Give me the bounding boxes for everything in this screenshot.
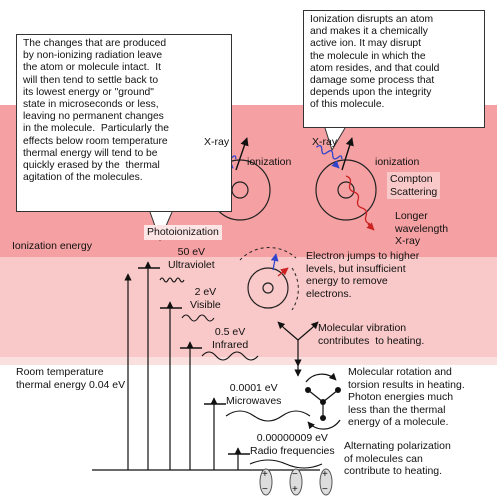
molecular-vibration-description: Molecular vibration contributes to heati… <box>318 322 425 347</box>
ionization-callout: Ionization disrupts an atom and makes it… <box>303 10 485 128</box>
electron-jump-arrow-2 <box>277 267 289 277</box>
ejected-electron-arrow-right <box>341 137 354 171</box>
ultraviolet-visible-band <box>0 257 497 357</box>
rotating-molecule <box>305 372 341 430</box>
minus-sign-2: − <box>292 469 298 480</box>
plus-sign-1: + <box>262 469 268 480</box>
infrared-band <box>0 357 497 365</box>
excitation-dashed-orbit-1 <box>239 247 297 261</box>
rotation-description: Molecular rotation and torsion results i… <box>348 366 465 429</box>
scattered-xray-arrow <box>366 222 375 231</box>
excitation-atom-inner-orbit <box>262 282 274 294</box>
atom-right-inner-orbit <box>337 181 355 199</box>
polarized-molecules <box>259 468 333 496</box>
excitation-atom <box>239 247 299 311</box>
ejected-electron-arrow-left <box>235 137 249 171</box>
visible-energy-label: 2 eV Visible <box>190 286 221 311</box>
infrared-energy-label: 0.5 eV Infrared <box>212 326 249 351</box>
polarization-description: Alternating polarization of molecules ca… <box>344 440 451 478</box>
vibrating-molecule <box>277 321 319 377</box>
atom-left-inner-orbit <box>231 181 249 199</box>
excitation-atom-outer-orbit <box>247 267 289 309</box>
xray-label-right: X-ray <box>312 136 338 148</box>
atom-compton-right <box>315 137 377 231</box>
plus-sign-2: + <box>292 484 298 495</box>
photoionization-label: Photoionization <box>144 225 222 240</box>
minus-sign-3: − <box>322 484 328 495</box>
ionization-label-right: ionization <box>375 156 420 168</box>
microwave-wave <box>225 410 311 422</box>
xray-wave-right <box>315 144 343 160</box>
xray-arrow-right <box>331 160 340 169</box>
ionization-label-left: ionization <box>247 156 292 168</box>
room-temperature-label: Room temperature thermal energy 0.04 eV <box>16 366 126 391</box>
excitation-dashed-orbit-2 <box>291 267 299 311</box>
compton-scattering-label: Compton Scattering <box>387 172 441 200</box>
plus-sign-3: + <box>322 469 328 480</box>
longer-wavelength-label: Longer wavelength X-ray <box>395 210 449 248</box>
ionization-energy-label: Ionization energy <box>12 240 92 252</box>
electron-jump-arrow <box>270 253 279 271</box>
thermal-region-band <box>0 365 497 502</box>
scattered-xray-wave <box>345 175 371 225</box>
right-callout-pointer <box>324 127 346 152</box>
uv-energy-label: 50 eV Ultraviolet <box>168 246 215 271</box>
polar-molecule-1 <box>259 468 273 496</box>
polar-molecule-2 <box>289 468 303 496</box>
electron-jump-description: Electron jumps to higher levels, but ins… <box>306 250 420 300</box>
non-ionizing-callout: The changes that are produced by non-ion… <box>16 34 232 212</box>
polar-molecule-3 <box>319 468 333 496</box>
xray-label-left: X-ray <box>204 136 230 148</box>
visible-wave <box>181 314 215 322</box>
uv-wave <box>159 277 185 283</box>
minus-sign-1: − <box>262 484 268 495</box>
infrared-wave <box>201 351 259 361</box>
radio-wave <box>249 459 323 469</box>
microwave-energy-label: 0.0001 eV Microwaves <box>226 382 282 407</box>
radio-energy-label: 0.00000009 eV Radio frequencies <box>250 432 335 457</box>
atom-right-outer-orbit <box>315 159 377 221</box>
